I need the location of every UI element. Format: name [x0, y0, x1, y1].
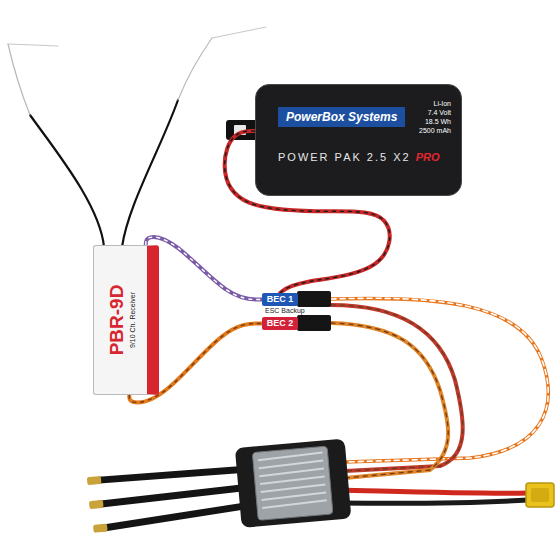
esc [85, 439, 351, 541]
battery-logo-slot: PowerBox Systems [278, 99, 405, 127]
signal-wire [331, 298, 548, 462]
tag-text: BEC 2 [267, 318, 294, 329]
brand-logo: PowerBox Systems [278, 107, 405, 127]
spec-text: 18.5 Wh [419, 117, 451, 126]
bec-tag: BEC 1 [262, 293, 298, 306]
bec-wire [331, 305, 463, 471]
bec-wire [331, 323, 448, 478]
tag-text: BEC 1 [267, 294, 294, 305]
bec-wire [331, 323, 448, 478]
receiver-box: PBR-9D9/10 Ch. Receiver [93, 245, 159, 395]
spec-text: Li-Ion [419, 99, 451, 108]
wire-twist [129, 324, 262, 403]
cable-label: ESC Backup [263, 307, 307, 315]
wire-twist [225, 131, 390, 293]
motor-wire [99, 467, 249, 482]
antenna-tip [8, 44, 30, 115]
battery-top-row: PowerBox Systems Li-Ion7.4 Volt18.5 Wh250… [278, 99, 451, 135]
antenna [8, 27, 266, 247]
product-suffix: PRO [416, 151, 440, 164]
battery-lead [225, 131, 390, 293]
xt60-face [531, 488, 549, 502]
esc-body [235, 439, 352, 528]
antenna-tip [212, 27, 266, 38]
xt60-connector [526, 483, 554, 507]
signal-wire [331, 298, 548, 462]
wire-twist [146, 237, 262, 299]
heat-sink [252, 446, 333, 520]
motor-wire [101, 487, 251, 504]
bullet-connector [87, 476, 102, 485]
spec-text: 7.4 Volt [419, 108, 451, 117]
model-name: PBR-9D [105, 285, 127, 356]
connector-housing [297, 291, 331, 331]
power-leads [338, 490, 528, 503]
servo-lead [146, 237, 262, 299]
receiver-label-panel: PBR-9D9/10 Ch. Receiver [105, 285, 136, 356]
servo-lead [129, 324, 262, 403]
receiver-type: 9/10 Ch. Receiver [127, 285, 136, 356]
product-name: POWER PAK 2.5 X2 [278, 151, 411, 164]
battery-name-row: POWER PAK 2.5 X2 PRO [278, 151, 451, 164]
antenna-wire [122, 100, 178, 247]
spec-text: 2500 mAh [419, 126, 451, 135]
antenna-tip [8, 44, 58, 46]
antenna-tip [178, 38, 212, 100]
power-lead [338, 490, 528, 493]
servo-plug [297, 315, 331, 331]
battery-spec-column: Li-Ion7.4 Volt18.5 Wh2500 mAh [419, 99, 451, 135]
bec-wire [331, 305, 463, 471]
servo-plug [297, 291, 331, 307]
heat-sink-fins [258, 453, 327, 508]
bullet-connector [93, 524, 108, 533]
antenna-wire [30, 115, 104, 247]
motor-wires [99, 467, 253, 528]
label-anchor: ESC Backup [263, 307, 307, 315]
battery-pack: PowerBox Systems Li-Ion7.4 Volt18.5 Wh250… [255, 84, 462, 196]
esc-cables [331, 298, 548, 478]
bullet-connector [89, 500, 104, 509]
bec-tag: BEC 2 [262, 317, 298, 330]
power-lead [338, 500, 528, 503]
motor-wire [104, 505, 252, 528]
